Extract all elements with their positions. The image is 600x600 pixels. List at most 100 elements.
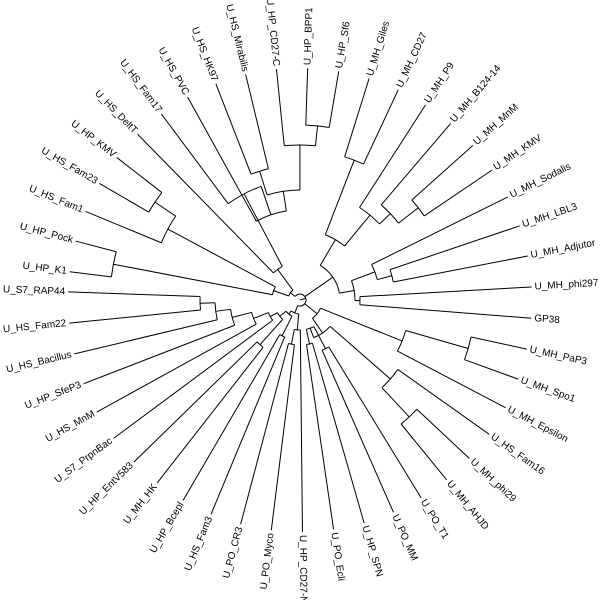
- branch-85: [313, 326, 326, 349]
- branch-8: [154, 201, 176, 217]
- branch-119: [253, 312, 269, 319]
- branch-46: [359, 104, 426, 208]
- branch-77: [381, 387, 410, 418]
- branch-128: [288, 310, 292, 315]
- branch-67: [470, 336, 527, 350]
- branch-68: [464, 359, 519, 380]
- branch-26: [282, 191, 287, 212]
- branch-118: [113, 319, 273, 439]
- branch-arc-18: [284, 144, 316, 147]
- branch-115: [96, 323, 257, 413]
- branch-58: [359, 286, 532, 298]
- branch-37: [344, 78, 370, 157]
- leaf-label: U_HP_CD27-N: [297, 535, 309, 600]
- branch-16: [305, 68, 309, 126]
- branch-97: [299, 329, 303, 532]
- leaf-label: U_MH_Adjutor: [530, 238, 597, 261]
- branch-arc-3: [148, 192, 163, 213]
- leaf-label: U_HP_EntV583: [78, 460, 137, 517]
- branch-17: [328, 71, 340, 128]
- branch-14: [245, 74, 269, 169]
- leaf-label: U_HS_Bacillus: [5, 349, 72, 375]
- leaf-label: U_MH_KMV: [492, 133, 544, 173]
- branch-104: [133, 341, 258, 463]
- branch-80: [321, 350, 394, 513]
- leaf-label: U_MH_Epsilon: [506, 404, 570, 445]
- leaf-label: U_HP_K1: [22, 261, 68, 277]
- branch-127: [296, 313, 300, 330]
- branch-124: [281, 315, 293, 337]
- leaf-label: U_HS_Fam22: [3, 318, 68, 335]
- branch-43: [380, 123, 451, 206]
- branch-100: [210, 336, 286, 515]
- branch-arc-51: [389, 269, 394, 283]
- branch-arc-102: [256, 341, 264, 348]
- branch-70: [405, 329, 469, 349]
- leaf-label: U_MH_Sodalis: [508, 161, 573, 200]
- branch-25: [187, 96, 257, 222]
- branch-49: [324, 159, 355, 235]
- branch-98: [290, 329, 295, 345]
- branch-122: [270, 312, 278, 317]
- branch-55: [371, 196, 509, 265]
- branch-74: [400, 423, 448, 481]
- branch-91: [320, 307, 403, 342]
- branch-83: [306, 344, 335, 530]
- leaf-label: U_HP_Pock: [19, 221, 75, 246]
- leaf-label: U_MH_B124-14: [448, 63, 503, 125]
- leaf-label: U_HS_HK97: [189, 26, 220, 84]
- branch-34: [273, 290, 289, 297]
- branch-59: [359, 304, 532, 319]
- branch-arc-24: [256, 210, 287, 222]
- branch-4: [99, 183, 149, 213]
- leaf-label: U_MH_CD27: [395, 31, 430, 90]
- leaf-label: U_HS_MnM: [44, 409, 97, 445]
- leaf-label: U_HS_Mirabilis: [223, 3, 250, 73]
- branch-125: [279, 310, 287, 317]
- leaf-label: U_HS_DeltT: [92, 88, 139, 136]
- branch-121: [259, 319, 284, 346]
- branch-79: [328, 346, 422, 499]
- tree-branches: [68, 68, 532, 532]
- branch-103: [156, 346, 264, 484]
- branch-40: [411, 144, 474, 201]
- branch-133: [294, 305, 299, 314]
- branch-32: [243, 193, 283, 267]
- leaf-label: U_PO_MM: [390, 513, 420, 563]
- branch-132: [304, 303, 318, 315]
- branch-92: [312, 317, 323, 334]
- branch-101: [182, 334, 281, 501]
- root-branch: [299, 297, 306, 301]
- branch-22: [259, 171, 268, 196]
- branch-7: [85, 210, 162, 244]
- branch-65: [339, 289, 355, 294]
- branch-1: [69, 271, 112, 278]
- branch-28: [160, 113, 229, 205]
- branch-31: [137, 133, 274, 274]
- leaf-label: U_HS_PVC: [156, 46, 191, 98]
- branch-116: [232, 311, 252, 318]
- leaf-label: U_MH_P9: [423, 60, 457, 105]
- leaf-label: U_HP_Sf6: [334, 20, 353, 69]
- leaf-label: U_MH_AHJD: [444, 479, 490, 532]
- leaf-label: U_HS_Fam1: [27, 183, 85, 215]
- branch-82: [311, 343, 365, 524]
- branch-2: [75, 240, 117, 253]
- leaf-label: U_MH_MnM: [472, 102, 521, 148]
- leaf-label: U_HS_Fam16: [488, 432, 546, 478]
- branch-107: [68, 291, 201, 298]
- branch-50: [344, 214, 371, 247]
- branch-89: [309, 328, 315, 338]
- leaf-label: U_MH_Spo1: [519, 375, 577, 405]
- leaf-label: U_MH_Giles: [365, 20, 392, 77]
- branch-13: [215, 83, 252, 175]
- branch-44: [398, 207, 419, 224]
- branch-73: [416, 408, 470, 459]
- leaf-label: U_PO_Ecli: [328, 532, 346, 582]
- leaf-label: U_HS_Fam17: [117, 58, 164, 116]
- branch-76: [397, 369, 490, 435]
- branch-52: [389, 225, 520, 271]
- branch-38: [363, 89, 399, 165]
- branch-113: [215, 308, 231, 312]
